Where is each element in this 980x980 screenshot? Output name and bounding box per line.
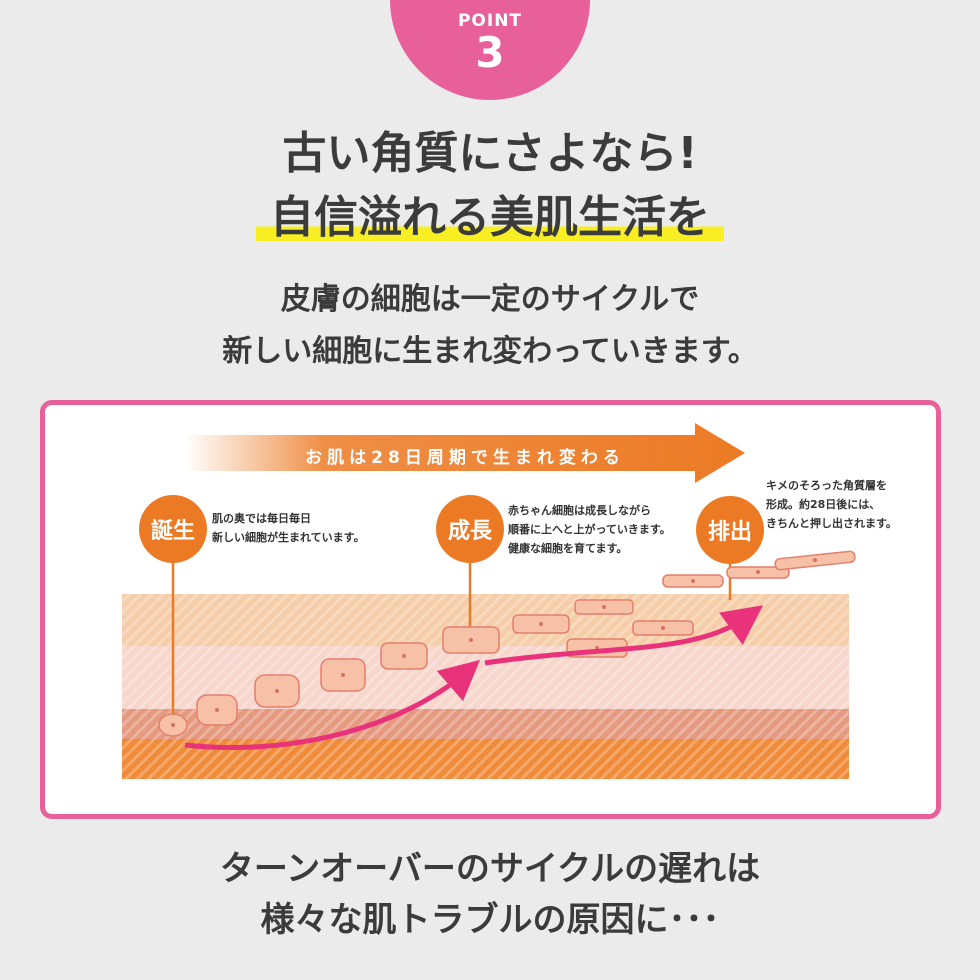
stage-birth-badge: 誕生 [139, 495, 207, 563]
timeline-arrow [185, 423, 745, 483]
stage-growth-badge: 成長 [436, 495, 504, 563]
headline-line-2: 自信溢れる美肌生活を [0, 190, 980, 246]
timeline-label: お肌は28日周期で生まれ変わる [305, 448, 625, 468]
bottom-line-2: 様々な肌トラブルの原因に･･･ [260, 900, 720, 940]
stage-birth-note: 肌の奥では毎日毎日 新しい細胞が生まれています。 [212, 512, 365, 544]
headline-line-2-text: 自信溢れる美肌生活を [256, 192, 724, 243]
point-label: POINT [457, 11, 523, 31]
subtitle-line-1: 皮膚の細胞は一定のサイクルで [280, 282, 700, 317]
growth-curve-2 [484, 605, 764, 666]
stage-shed-badge: 排出 [696, 496, 764, 564]
stage-shed-note: キメのそろった角質層を 形成。約28日後には、 きちんと押し出されます。 [766, 479, 897, 530]
bottom-line-1: ターンオーバーのサイクルの遅れは [219, 849, 761, 889]
point-number: 3 [475, 28, 505, 77]
point-badge: POINT 3 [390, 0, 590, 100]
subtitle-line-2: 新しい細胞に生まれ変わっていきます。 [222, 334, 758, 369]
growth-curve-1 [184, 659, 481, 750]
turnover-diagram: お肌は28日周期で生まれ変わる 誕生 肌の奥では毎日毎日 新しい細胞が生まれてい… [40, 400, 941, 819]
diagram-graphic [122, 423, 856, 779]
stage-growth-note: 赤ちゃん細胞は成長しながら 順番に上へと上がっていきます。 健康な細胞を育てます… [508, 504, 671, 555]
headline-line-1: 古い角質にさよなら! [282, 128, 698, 179]
